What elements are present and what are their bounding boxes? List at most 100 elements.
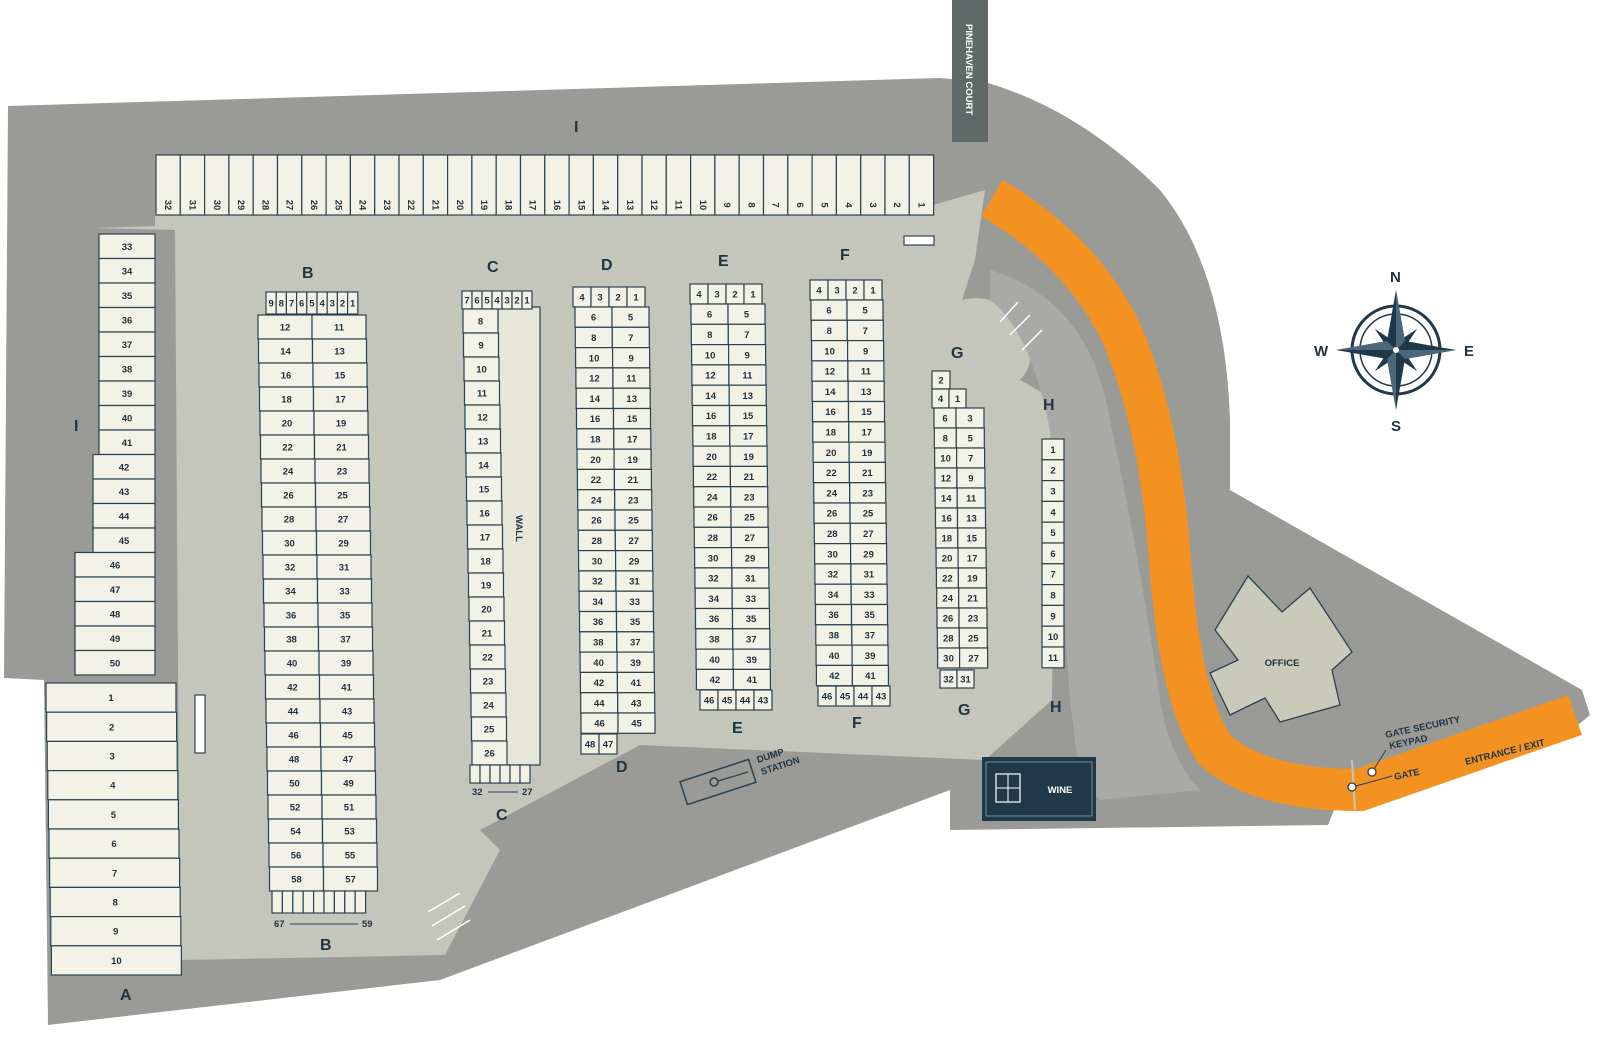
site-number: 1 [524,296,530,307]
site-f-right-11: 11 [847,360,885,382]
site-number: 3 [1050,487,1055,498]
site-f-left-40: 40 [815,644,853,666]
site-number: 36 [122,315,133,326]
office-building [1209,574,1353,723]
site-c-bottom-slot [499,764,511,784]
site-number: 49 [110,634,121,645]
site-number: 22 [826,468,837,479]
site-a-2: 2 [45,711,178,743]
site-f-right-15: 15 [847,400,886,423]
site-f-right-25: 25 [849,502,887,524]
site-b-top-2: 2 [336,291,349,315]
site-number: 4 [816,286,822,297]
site-i-top-14: 14 [592,154,619,216]
site-number: 38 [593,637,604,648]
site-number: 9 [478,341,483,352]
row-label-g-top: G [951,345,963,362]
site-e-right-25: 25 [730,506,769,528]
site-i-top-28: 28 [252,154,279,216]
site-number: 18 [502,200,513,211]
site-number: 30 [827,549,838,560]
site-number: 34 [122,266,133,277]
site-g-left-8: 8 [933,427,957,449]
site-h-8: 8 [1041,583,1065,606]
site-c-bottom-slot [519,764,531,784]
site-e-right-9: 9 [727,344,767,366]
site-number: 35 [864,610,875,621]
site-i-left-33: 33 [98,233,156,260]
site-number: 8 [478,317,483,328]
site-d-right-45: 45 [617,712,656,734]
site-g-left-30: 30 [936,647,961,669]
site-c-left-10: 10 [463,356,500,382]
site-i-top-11: 11 [665,154,692,216]
site-c-left-26: 26 [471,740,508,766]
site-number: 8 [113,898,118,909]
site-f-left-42: 42 [815,664,854,687]
site-number: 39 [746,655,757,666]
site-b-right-29: 29 [315,530,372,556]
site-f-left-20: 20 [812,441,850,464]
site-number: 9 [721,202,732,207]
site-d-right-33: 33 [615,590,654,613]
site-number: 11 [477,389,488,400]
site-number: 24 [357,200,368,211]
site-e-left-34: 34 [694,587,733,610]
site-d-left-16: 16 [575,407,615,430]
site-b-left-50: 50 [266,770,323,796]
site-number: 2 [109,722,114,733]
compass-e: E [1464,343,1474,360]
site-d-right-29: 29 [614,549,654,572]
site-b-bottom-slot [354,890,367,914]
site-number: 58 [291,875,302,886]
site-number: 35 [122,291,133,302]
site-i-left-42: 42 [92,453,156,480]
site-number: 16 [479,509,490,520]
site-b-top-4: 4 [316,291,328,315]
site-number: 43 [119,487,130,498]
site-f-left-28: 28 [813,522,851,545]
site-c-left-21: 21 [468,620,506,646]
site-number: 30 [211,200,222,211]
site-c-bottom-slot [469,764,481,784]
site-e-left-26: 26 [693,506,732,528]
site-number: 21 [967,594,978,605]
site-a-4: 4 [47,769,179,801]
site-number: 16 [825,407,836,418]
row-label-f-top: F [840,247,850,264]
site-number: 44 [288,707,299,718]
site-number: 12 [477,413,488,424]
site-g-right-19: 19 [957,567,988,589]
site-number: 38 [286,635,297,646]
site-number: 43 [631,698,642,709]
site-number: 9 [744,350,749,361]
compass-n: N [1390,269,1401,286]
site-number: 43 [876,692,887,703]
site-b-left-52: 52 [267,794,323,820]
site-number: 40 [709,655,720,666]
gate-post [1347,782,1357,792]
site-e-left-20: 20 [692,445,731,468]
site-number: 25 [337,491,348,502]
site-number: 38 [829,630,840,641]
site-number: 24 [483,701,494,712]
row-label-b-top: B [302,265,314,282]
site-f-left-36: 36 [814,603,853,626]
site-number: 12 [705,371,716,382]
site-d-left-40: 40 [579,651,618,673]
site-number: 22 [591,475,602,486]
site-number: 23 [381,200,392,211]
site-number: 7 [628,333,633,344]
site-number: 8 [943,434,948,445]
site-e-left-32: 32 [694,567,733,589]
site-number: 25 [968,634,979,645]
row-label-h-top: H [1043,397,1055,414]
site-number: 19 [336,419,347,430]
site-b-bottom-slot [313,890,325,914]
site-e-right-15: 15 [728,404,768,427]
site-number: 1 [633,293,639,304]
site-d-left-22: 22 [576,468,616,491]
site-h-3: 3 [1041,480,1065,503]
site-f-right-37: 37 [851,624,889,646]
site-g-right-27: 27 [958,647,989,669]
